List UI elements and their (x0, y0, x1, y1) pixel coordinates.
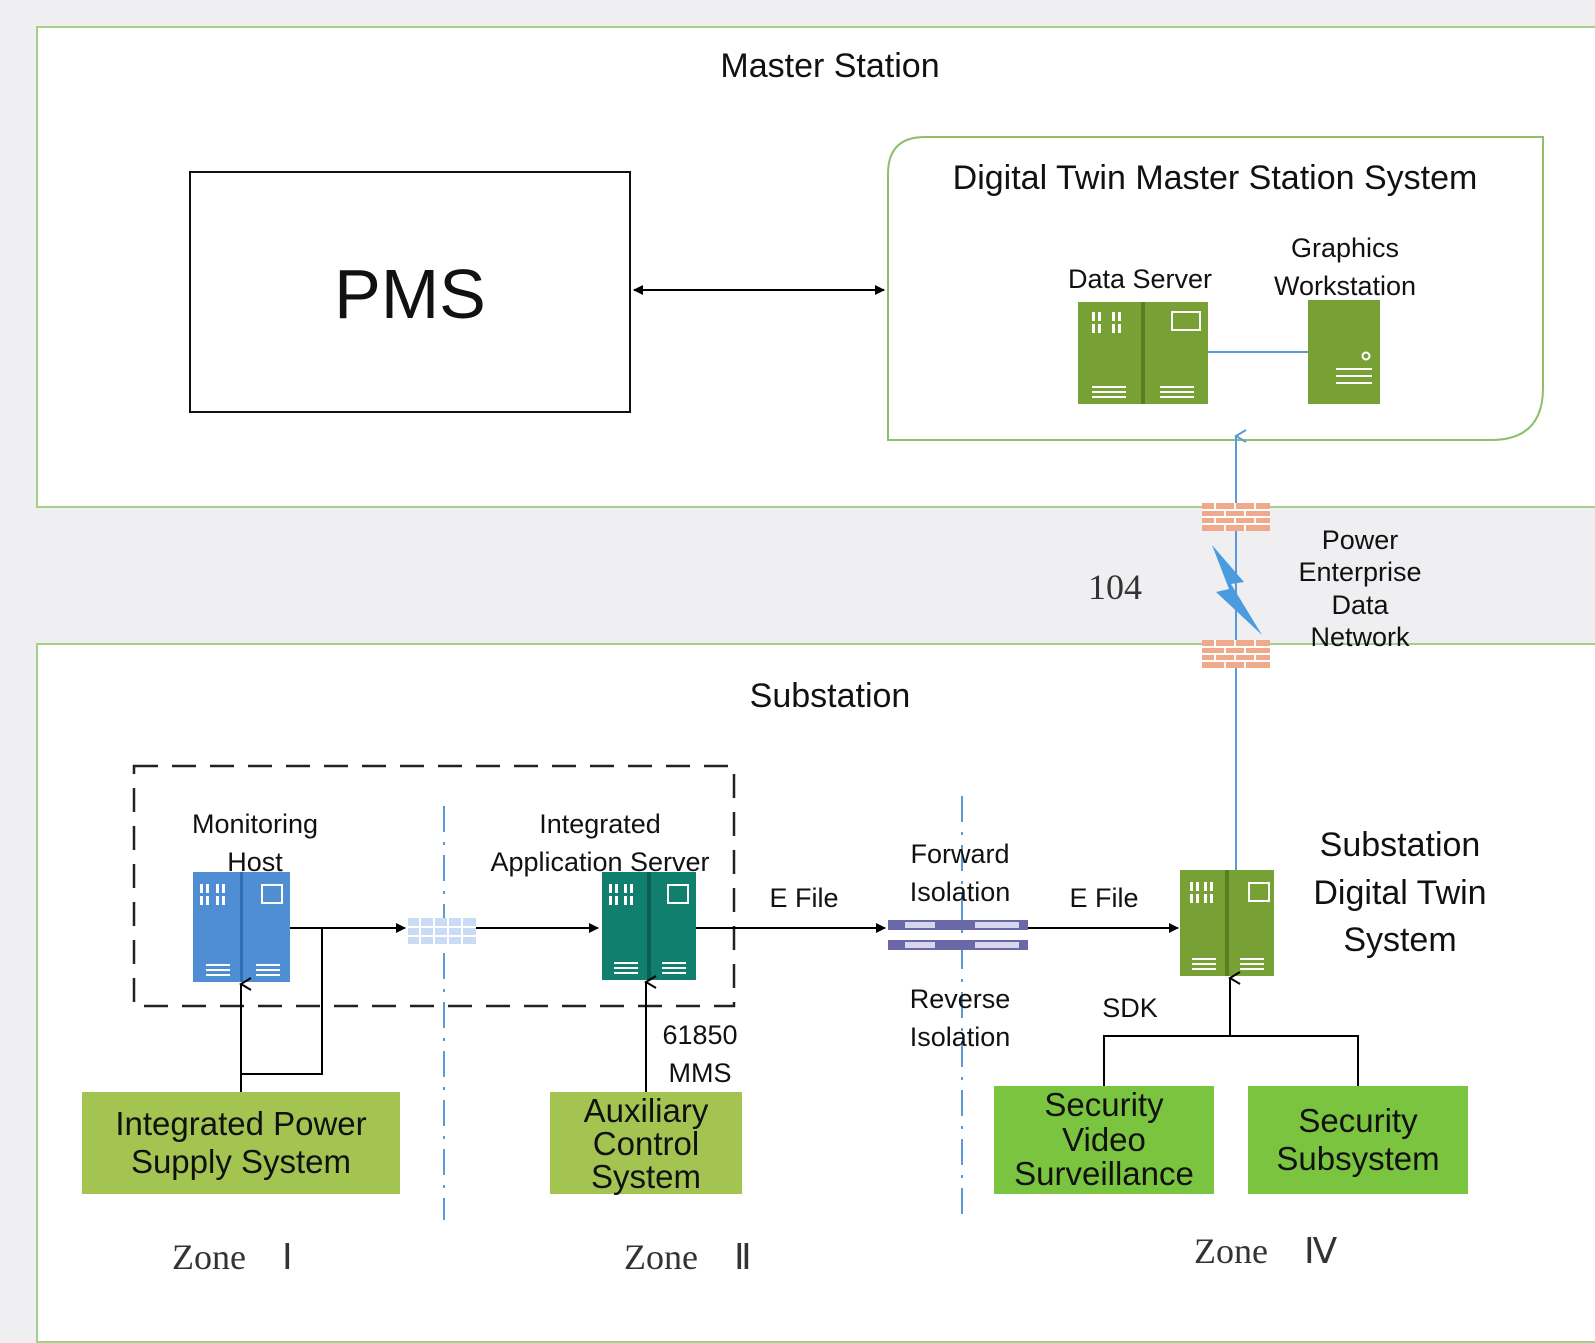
data-server-icon (1078, 302, 1208, 404)
auxiliary-control-box: Auxiliary Control System (550, 1092, 742, 1194)
zone-2-label: Zone Ⅱ (624, 1237, 752, 1277)
forward-isolation-label: Forward Isolation (909, 839, 1011, 907)
sdk-label: SDK (1102, 993, 1158, 1023)
digital-twin-master-title: Digital Twin Master Station System (952, 159, 1478, 197)
firewall-icon (1202, 640, 1270, 668)
substation-panel (36, 643, 1595, 1343)
power-enterprise-network-label: Power Enterprise Data Network (1298, 525, 1422, 653)
mms-label: 61850 MMS (662, 1020, 738, 1088)
zone-4-label: Zone Ⅳ (1194, 1231, 1338, 1271)
firewall-icon (1202, 503, 1270, 531)
substation-title: Substation (749, 677, 911, 715)
master-station-title: Master Station (720, 47, 940, 85)
network-switch-icon (408, 918, 476, 944)
monitoring-host-server-icon (193, 872, 290, 982)
protocol-104-label: 104 (1088, 567, 1142, 607)
integrated-power-supply-box: Integrated Power Supply System (82, 1092, 400, 1194)
lightning-icon (1212, 545, 1262, 635)
reverse-isolation-label: Reverse Isolation (909, 984, 1011, 1052)
integrated-application-server-label: Integrated Application Server (490, 809, 710, 877)
graphics-workstation-label: Graphics Workstation (1273, 233, 1417, 301)
e-file-label: E File (1069, 883, 1139, 913)
security-subsystem-box: Security Subsystem (1248, 1086, 1468, 1194)
substation-twin-server-icon (1180, 870, 1274, 976)
architecture-diagram (132, 136, 1544, 1220)
graphics-workstation-icon (1308, 300, 1380, 404)
data-server-label: Data Server (1067, 264, 1213, 294)
pms-box (189, 171, 631, 413)
zone-1-label: Zone Ⅰ (172, 1237, 293, 1277)
security-video-surveillance-box: Security Video Surveillance (994, 1086, 1214, 1194)
pms-label: PMS (334, 255, 486, 333)
zone-enclosure (132, 764, 736, 1008)
power-supply-to-switch-line (241, 928, 323, 1075)
e-file-label: E File (769, 883, 839, 913)
integrated-application-server-icon (602, 872, 696, 980)
monitoring-host-label: Monitoring Host (191, 809, 319, 877)
security-systems-bus (1103, 1035, 1359, 1086)
isolation-device-icon (888, 920, 1028, 950)
substation-digital-twin-label: Substation Digital Twin System (1313, 826, 1487, 960)
